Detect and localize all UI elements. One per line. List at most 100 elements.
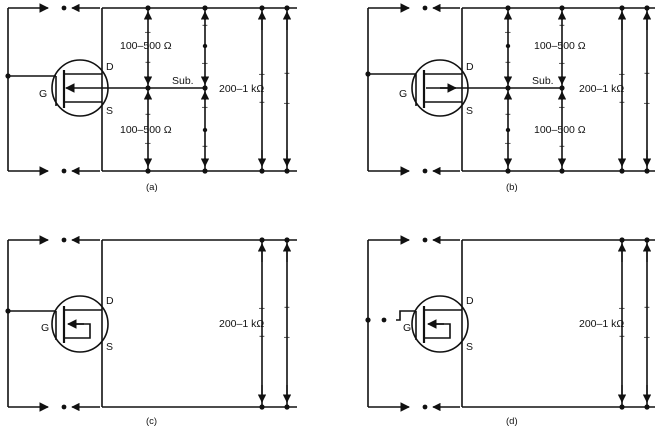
minus-sign: – — [259, 303, 265, 314]
panel-d — [367, 235, 655, 412]
output-resistor-label: 200–1 kΩ — [219, 318, 264, 330]
resistor-lower-label: 100–500 Ω — [120, 124, 172, 136]
minus-sign: – — [559, 102, 565, 113]
source-label: S — [106, 105, 113, 117]
plus-sign: + — [505, 110, 511, 121]
minus-sign: – — [644, 332, 650, 343]
source-label: S — [466, 341, 473, 353]
junction-dot — [259, 5, 265, 11]
junction-dot — [259, 404, 265, 410]
mosfet-body — [411, 295, 469, 353]
source-label: S — [106, 341, 113, 353]
open-terminal — [202, 127, 208, 133]
plus-sign: + — [145, 58, 151, 69]
junction-dot — [644, 404, 650, 410]
open-terminal — [505, 127, 511, 133]
junction-dots — [5, 5, 650, 410]
minus-sign: – — [259, 69, 265, 80]
plus-sign: + — [619, 98, 625, 109]
plus-sign: + — [644, 69, 650, 80]
panel-b — [367, 3, 655, 176]
open-terminal — [202, 43, 208, 49]
open-terminal — [422, 404, 428, 410]
gate-label: G — [399, 88, 407, 100]
junction-dot — [619, 168, 625, 174]
open-terminal — [422, 168, 428, 174]
junction-dot — [5, 73, 11, 79]
plus-sign: + — [145, 110, 151, 121]
minus-sign: – — [202, 58, 208, 69]
panel-caption: (b) — [506, 182, 518, 193]
junction-dot — [505, 85, 511, 91]
gate-label: G — [403, 322, 411, 334]
junction-dot — [145, 5, 151, 11]
junction-dot — [284, 237, 290, 243]
plus-sign: + — [559, 142, 565, 153]
drain-label: D — [466, 295, 474, 307]
minus-sign: – — [644, 98, 650, 109]
panel-caption: (a) — [146, 182, 158, 193]
junction-dot — [365, 71, 371, 77]
source-label: S — [466, 105, 473, 117]
drain-label: D — [106, 61, 114, 73]
open-terminal — [505, 43, 511, 49]
plus-sign: + — [284, 303, 290, 314]
junction-dot — [619, 404, 625, 410]
junction-dot — [145, 168, 151, 174]
junction-dot — [505, 168, 511, 174]
plus-sign: + — [202, 21, 208, 32]
junction-dot — [619, 237, 625, 243]
plus-sign: + — [619, 332, 625, 343]
junction-dot — [644, 5, 650, 11]
panel-caption: (c) — [146, 416, 157, 427]
plus-sign: + — [644, 303, 650, 314]
minus-sign: – — [145, 27, 151, 38]
junction-dot — [559, 5, 565, 11]
plus-sign: + — [284, 69, 290, 80]
minus-sign: – — [505, 138, 511, 149]
output-resistor-label: 200–1 kΩ — [579, 83, 624, 95]
plus-sign: + — [259, 98, 265, 109]
open-terminal — [61, 404, 67, 410]
junction-dot — [559, 168, 565, 174]
minus-sign: – — [284, 332, 290, 343]
panel-caption: (d) — [506, 416, 518, 427]
junction-dot — [505, 5, 511, 11]
probe-arrows — [71, 3, 652, 412]
substrate-label: Sub. — [532, 75, 554, 87]
junction-dot — [284, 404, 290, 410]
plus-sign: + — [259, 332, 265, 343]
gate-label: G — [39, 88, 47, 100]
junction-dot — [202, 85, 208, 91]
junction-dot — [284, 5, 290, 11]
open-terminal — [422, 237, 428, 243]
drain-label: D — [106, 295, 114, 307]
source-lead — [64, 323, 91, 339]
minus-sign: – — [619, 69, 625, 80]
open-terminal — [381, 317, 387, 323]
junction-dot — [202, 168, 208, 174]
plus-sign: + — [559, 21, 565, 32]
plus-sign: + — [202, 142, 208, 153]
minus-sign: – — [145, 138, 151, 149]
open-terminal — [61, 168, 67, 174]
drain-label: D — [466, 61, 474, 73]
junction-dot — [145, 85, 151, 91]
junction-dot — [259, 168, 265, 174]
minus-sign: – — [284, 98, 290, 109]
junction-dot — [259, 237, 265, 243]
gate-wire — [396, 310, 416, 321]
output-resistor-label: 200–1 kΩ — [579, 318, 624, 330]
output-resistor-label: 200–1 kΩ — [219, 83, 264, 95]
minus-sign: – — [505, 27, 511, 38]
minus-sign: – — [619, 303, 625, 314]
junction-dot — [619, 5, 625, 11]
resistor-upper-label: 100–500 Ω — [534, 40, 586, 52]
open-terminal — [61, 237, 67, 243]
gate-label: G — [41, 322, 49, 334]
minus-sign: – — [202, 102, 208, 113]
substrate-label: Sub. — [172, 75, 194, 87]
junction-dot — [644, 168, 650, 174]
mosfet-body — [51, 295, 109, 353]
